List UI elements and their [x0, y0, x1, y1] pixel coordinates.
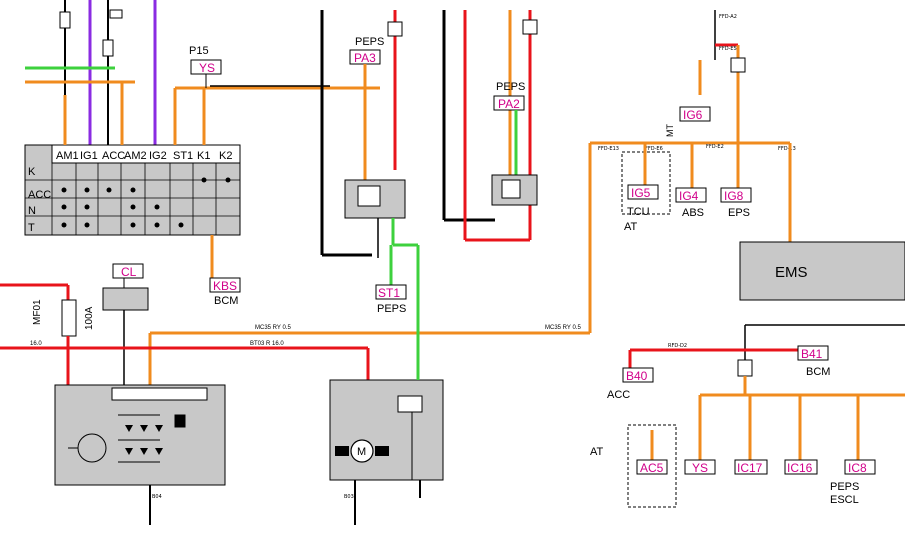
rfd-d2-code: RFD-D2	[668, 343, 687, 349]
cl-label: CL	[121, 265, 137, 279]
escl-label: ESCL	[830, 494, 859, 506]
pa2-connector	[493, 95, 525, 111]
mc35-right-code: MC35 RY 0.5	[545, 325, 581, 331]
st1-connector	[375, 284, 407, 300]
b40-connector	[622, 367, 654, 383]
motor-label: M	[357, 446, 366, 458]
b03-code: B03	[344, 494, 354, 500]
pin-ig2: IG2	[149, 150, 167, 162]
pin-k2: K2	[219, 150, 232, 162]
row-n: N	[28, 205, 36, 217]
b40-label: B40	[626, 369, 648, 383]
b41-connector	[797, 345, 829, 361]
ffd-e5-code: FFD-E5	[719, 46, 737, 52]
ys-bottom-label: YS	[692, 461, 708, 475]
fuse-100a-label: 100A	[84, 306, 95, 330]
row-k: K	[28, 166, 36, 178]
ig6-connector	[679, 106, 711, 122]
ems-module	[739, 241, 905, 301]
kbs-connector	[209, 277, 241, 293]
pin-ig1: IG1	[80, 150, 98, 162]
bt03-code: BT03 R 16.0	[250, 341, 284, 347]
ac5-connector	[636, 459, 668, 475]
b41-bcm-label: BCM	[806, 366, 830, 378]
at-tcu-label: AT	[624, 221, 638, 233]
r160-code: 16.0	[30, 341, 42, 347]
ac5-label: AC5	[640, 461, 664, 475]
ffd-a2-code: FFD-A2	[719, 14, 737, 20]
kbs-bcm-label: BCM	[214, 295, 238, 307]
ic16-label: IC16	[787, 461, 813, 475]
ems-label: EMS	[775, 264, 808, 281]
row-t: T	[28, 222, 35, 234]
top-left-feeds	[59, 0, 157, 145]
kbs-label: KBS	[213, 279, 237, 293]
ffd-e2-code: FFD-E2	[706, 144, 724, 150]
peps-pa3-label: PEPS	[355, 36, 384, 48]
ffd-e6-code: FFD-E6	[645, 146, 663, 152]
row-acc: ACC	[28, 189, 51, 201]
ig4-connector	[675, 187, 707, 203]
ig5-label: IG5	[631, 186, 651, 200]
ys-top-label: YS	[199, 61, 215, 75]
mf01-fuse	[61, 299, 77, 337]
ig8-label: IG8	[724, 189, 744, 203]
pin-st1: ST1	[173, 150, 193, 162]
st1-label: ST1	[378, 286, 400, 300]
ic8-connector	[844, 459, 876, 475]
pin-acc: ACC	[102, 150, 125, 162]
cl-relay	[102, 287, 149, 311]
pin-am1: AM1	[56, 150, 79, 162]
b41-label: B41	[801, 347, 823, 361]
ic8-peps-label: PEPS	[830, 481, 859, 493]
pin-am2: AM2	[124, 150, 147, 162]
cl-connector	[112, 263, 144, 279]
pa3-label: PA3	[354, 51, 376, 65]
ic16-connector	[784, 459, 818, 475]
ig5-connector	[627, 184, 659, 200]
b04-code: B04	[152, 494, 162, 500]
alternator	[54, 384, 226, 486]
tcu-label: TCU	[627, 206, 650, 218]
ic8-label: IC8	[848, 461, 867, 475]
at-bottom-label: AT	[590, 446, 604, 458]
st1-peps-label: PEPS	[377, 303, 406, 315]
abs-label: ABS	[682, 207, 704, 219]
ic17-label: IC17	[737, 461, 763, 475]
pa2-label: PA2	[498, 97, 520, 111]
ig6-label: IG6	[683, 108, 703, 122]
mf01-label: MF01	[32, 299, 43, 325]
ic17-connector	[734, 459, 768, 475]
ig8-connector	[720, 187, 752, 203]
acc-b40-label: ACC	[607, 389, 630, 401]
peps-pa2-label: PEPS	[496, 81, 525, 93]
ffd-e13-code: FFD-E13	[598, 146, 619, 152]
ignition-pin-headers: AM1 IG1 ACC AM2 IG2 ST1 K1 K2	[51, 144, 241, 164]
pin-k1: K1	[197, 150, 210, 162]
mt-label: MT	[665, 124, 675, 137]
mc35-left-code: MC35 RY 0.5	[255, 325, 291, 331]
eps-label: EPS	[728, 207, 750, 219]
ys-bottom-connector	[684, 459, 716, 475]
ig4-label: IG4	[679, 189, 699, 203]
ignition-switch: AM1 IG1 ACC AM2 IG2 ST1 K1 K2 K ACC N T	[24, 144, 241, 236]
starter-motor: M	[329, 379, 444, 481]
p15-tag-label: P15	[189, 45, 209, 57]
ffd-13-code: FFD-13	[778, 146, 796, 152]
